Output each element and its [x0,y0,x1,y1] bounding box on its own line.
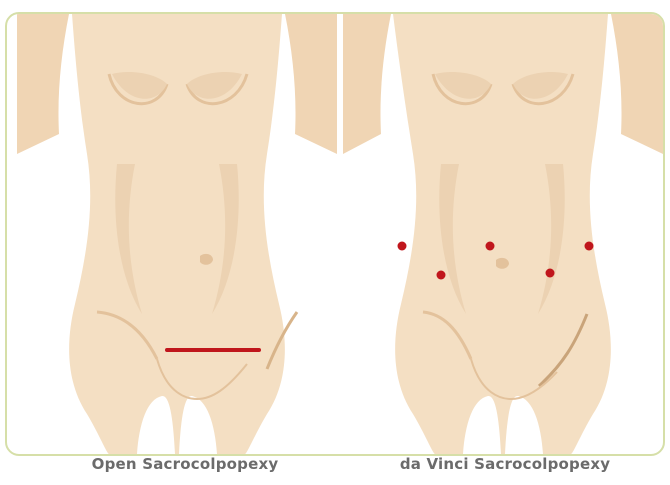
port-site-mark [486,242,495,251]
port-site-mark [398,242,407,251]
caption-da-vinci-sacrocolpopexy: da Vinci Sacrocolpopexy [340,455,670,473]
figure-frame [5,12,665,456]
torso-body [17,14,337,454]
torso-illustration-robotic [343,14,663,454]
open-surgery-panel [17,14,337,454]
port-site-mark [546,269,555,278]
caption-open-sacrocolpopexy: Open Sacrocolpopexy [20,455,350,473]
robotic-surgery-panel [343,14,663,454]
torso-body [343,14,663,454]
port-site-mark [585,242,594,251]
port-site-mark [437,271,446,280]
torso-illustration-open [17,14,337,454]
